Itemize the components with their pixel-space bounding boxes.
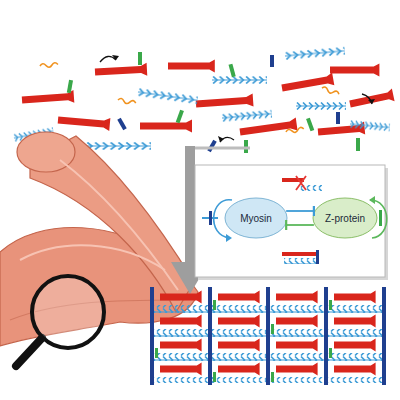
actin-strand (86, 142, 151, 150)
inhibition-connector (286, 210, 314, 212)
protein-oval: Z-protein (312, 197, 378, 239)
myosin-rod (218, 363, 260, 376)
actin-strand (137, 88, 198, 104)
z-line (266, 287, 270, 385)
myosin-rod (239, 118, 297, 139)
inset-z-bar (209, 211, 212, 225)
motion-arrow-head (218, 136, 224, 142)
actin-strand (296, 102, 346, 110)
myosin-rod (160, 315, 202, 328)
node-label: Z-protein (325, 213, 365, 224)
orange-squiggle (40, 62, 58, 68)
myosin-rod (57, 114, 110, 131)
inset-strand (284, 258, 318, 264)
magnifier-handle (16, 338, 42, 366)
myosin-rod (334, 315, 376, 328)
orange-squiggle (286, 127, 304, 134)
myosin-rod (276, 291, 318, 304)
z-bar (67, 80, 73, 93)
muscle-line (60, 160, 178, 290)
z-line (208, 287, 212, 385)
myosin-rod (276, 315, 318, 328)
red-cross (296, 176, 306, 190)
magnifying-glass (16, 276, 104, 366)
myosin-rod (330, 64, 379, 77)
sarcomere-array (150, 287, 386, 385)
myosin-rod (160, 291, 202, 304)
inset-rod (282, 252, 318, 256)
self-loop-head (369, 196, 375, 204)
orange-squiggle (118, 98, 136, 105)
z-line (324, 287, 328, 385)
myosin-rod (168, 60, 215, 73)
myosin-rod (196, 94, 254, 111)
actin-strand (212, 76, 267, 84)
myosin-rod (22, 90, 75, 107)
z-bar (138, 52, 142, 65)
myosin-rod (334, 291, 376, 304)
z-line-bar (270, 55, 274, 67)
z-bar (155, 348, 158, 358)
myosin-rod (95, 63, 148, 79)
inset-box (195, 165, 385, 277)
z-bar (306, 118, 314, 132)
motion-arrow-head (368, 99, 375, 104)
z-bar (271, 372, 274, 382)
self-loop-head (226, 234, 232, 242)
z-bar (271, 324, 274, 334)
z-bar (329, 348, 332, 358)
muscle-line (20, 245, 165, 270)
actin-strand (350, 120, 391, 131)
protein-oval: Myosin (224, 197, 288, 239)
z-line-bar (207, 140, 216, 152)
z-line (382, 287, 386, 385)
node-label: Myosin (240, 213, 272, 224)
magnifier-lens (32, 276, 104, 348)
myosin-rod (334, 363, 376, 376)
arrow-shaft (185, 146, 195, 264)
z-line (150, 287, 154, 385)
orange-squiggle (321, 86, 339, 96)
myosin-rod (276, 363, 318, 376)
z-bar (213, 300, 216, 310)
scattered-proteins (13, 47, 394, 153)
oval-shape (225, 198, 287, 238)
myosin-rod (276, 339, 318, 352)
z-line-bar (117, 118, 126, 130)
z-line-bar (336, 112, 340, 124)
myosin-rod (140, 120, 192, 133)
arrow-link (190, 147, 250, 150)
motion-arrow-head (112, 55, 119, 60)
oval-shape (313, 198, 377, 238)
z-bar (229, 64, 236, 78)
inset-z-bar (316, 250, 319, 264)
myosin-rod (281, 73, 334, 95)
z-bar (329, 300, 332, 310)
z-bar (213, 372, 216, 382)
myosin-rod (160, 363, 202, 376)
myosin-rod (218, 291, 260, 304)
actin-strand (222, 110, 273, 122)
z-bar (356, 138, 360, 151)
inhibition-connector (286, 224, 314, 226)
myosin-rod (334, 339, 376, 352)
z-bar (176, 110, 184, 124)
motion-arrow (100, 56, 116, 62)
actin-strand (285, 47, 345, 60)
myosin-rod (218, 339, 260, 352)
inset-panel (195, 165, 388, 280)
myosin-rod (349, 88, 395, 110)
inset-green-bar (379, 210, 382, 226)
myosin-rod (218, 315, 260, 328)
myosin-rod (160, 339, 202, 352)
